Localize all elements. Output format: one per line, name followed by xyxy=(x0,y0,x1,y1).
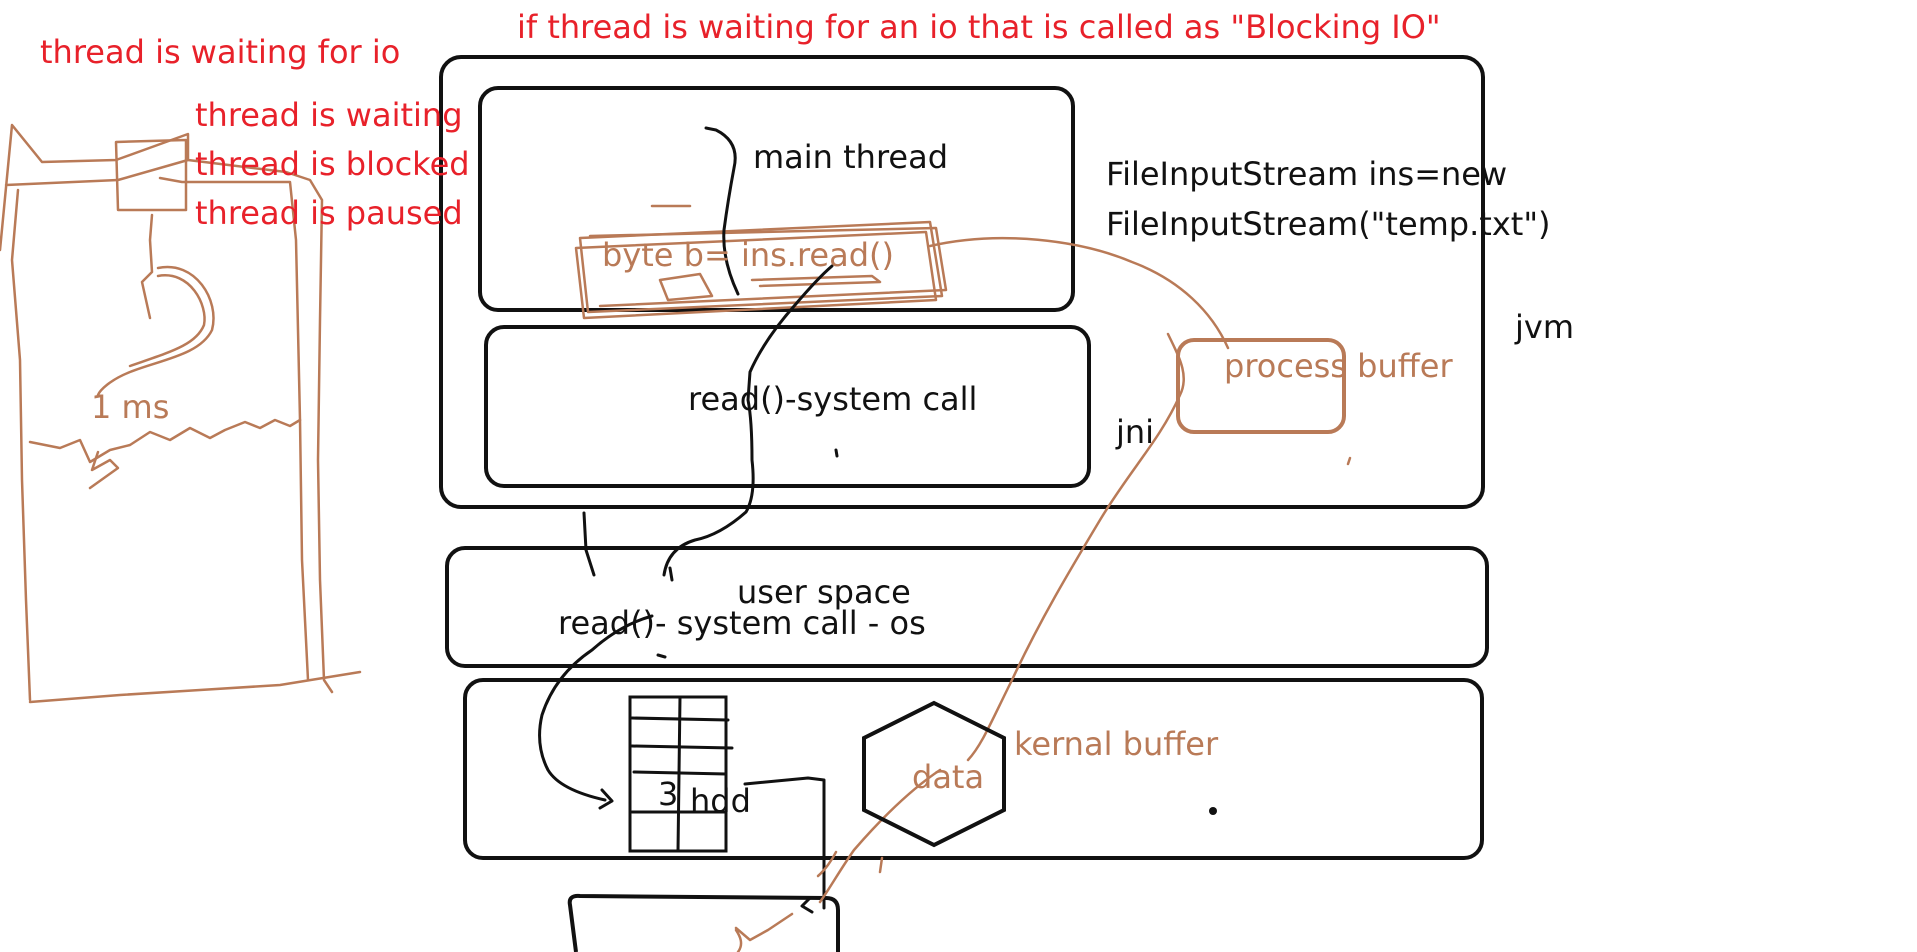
blocked-thread-sketch xyxy=(0,123,362,704)
main-thread-box xyxy=(478,86,1075,312)
system-call-box xyxy=(484,325,1091,488)
note-thread-waiting: thread is waiting xyxy=(195,96,463,134)
kernel-buffer-hexagon xyxy=(862,700,1006,848)
data-label: data xyxy=(912,758,984,796)
hdd-grid xyxy=(628,695,734,853)
note-thread-blocked: thread is blocked xyxy=(195,145,470,183)
read-statement: byte b= ins.read() xyxy=(602,236,894,274)
data-path-strokes xyxy=(734,236,1352,952)
execution-flow-strokes xyxy=(538,126,839,914)
process-buffer-label: process buffer xyxy=(1224,347,1453,385)
dot-marker xyxy=(1209,807,1217,815)
code-line-1: FileInputStream ins=new xyxy=(1106,155,1507,193)
hdd-label: hdd xyxy=(690,782,751,820)
os-system-call-label: read()- system call - os xyxy=(558,604,926,642)
note-waiting-for-io: thread is waiting for io xyxy=(40,33,400,71)
note-time: 1 ms xyxy=(91,388,169,426)
main-thread-label: main thread xyxy=(753,138,948,176)
jvm-label: jvm xyxy=(1514,308,1574,346)
jvm-box xyxy=(439,55,1485,509)
disk-box xyxy=(567,893,840,952)
read-call-highlight-scribble xyxy=(574,204,948,320)
process-buffer-box xyxy=(1176,338,1346,434)
hdd-count-label: 3 xyxy=(658,775,678,813)
note-thread-paused: thread is paused xyxy=(195,194,463,232)
user-space-box xyxy=(445,546,1489,668)
diagram-title: if thread is waiting for an io that is c… xyxy=(517,8,1441,46)
code-line-2: FileInputStream("temp.txt") xyxy=(1106,205,1551,243)
kernel-box xyxy=(463,678,1484,860)
jni-label: jni xyxy=(1115,413,1154,451)
kernal-buffer-label: kernal buffer xyxy=(1014,725,1219,763)
system-call-label: read()-system call xyxy=(688,380,977,418)
user-space-label: user space xyxy=(737,573,911,611)
